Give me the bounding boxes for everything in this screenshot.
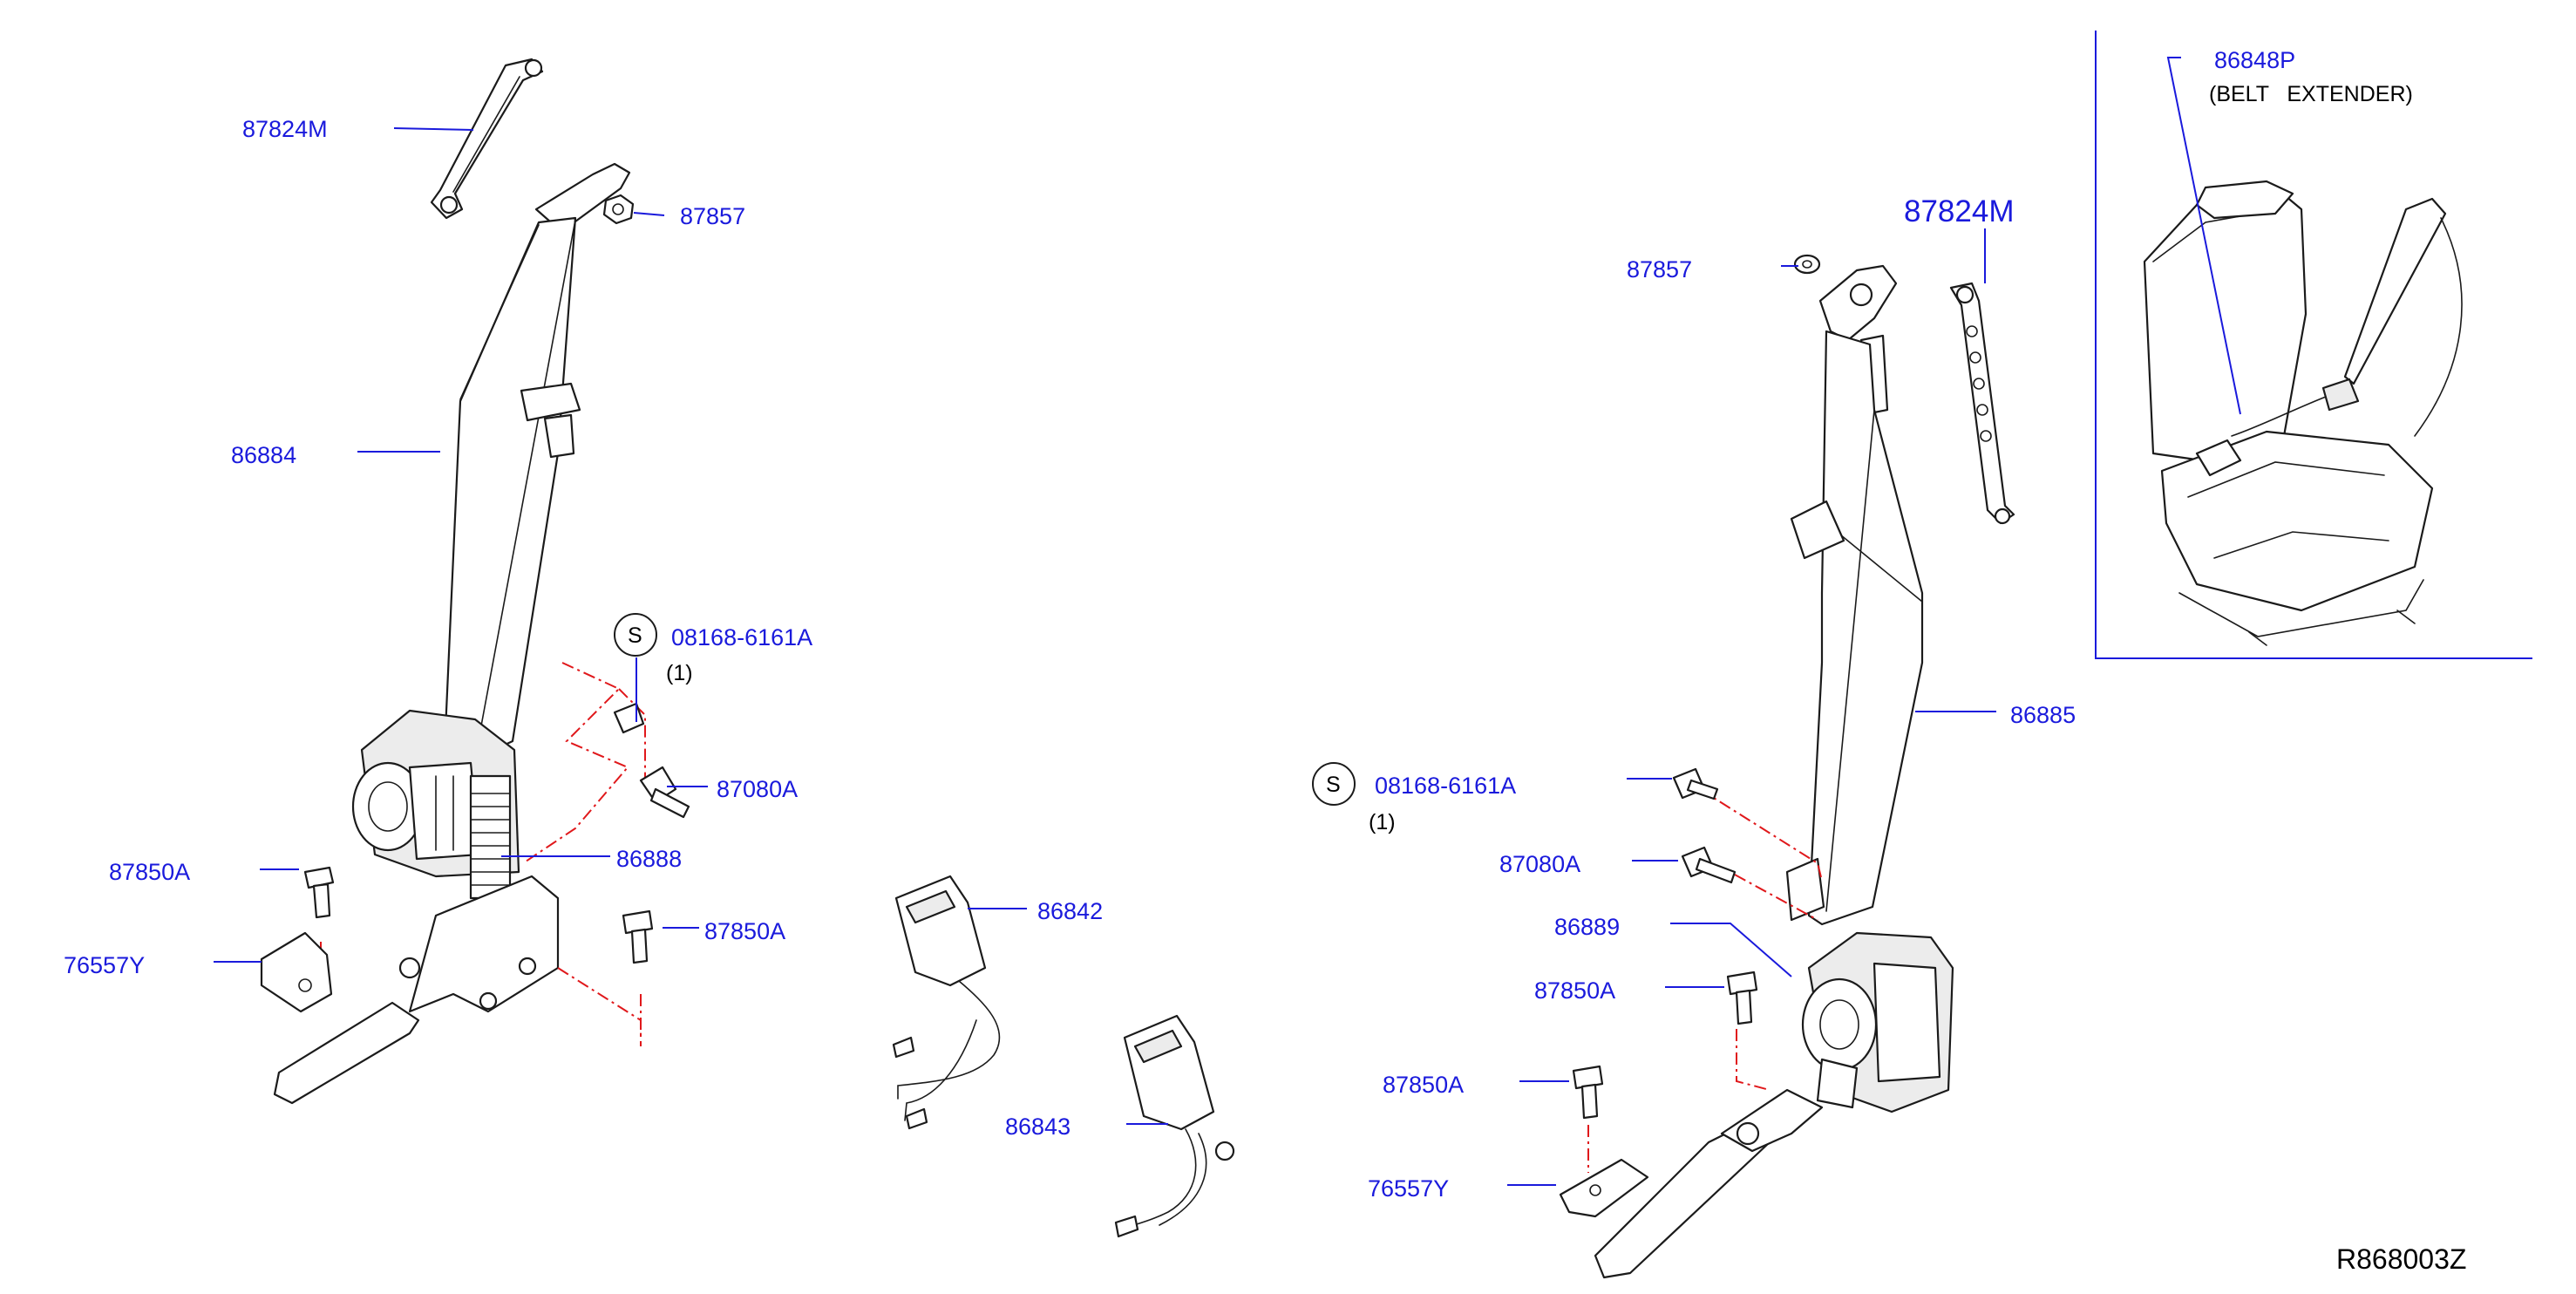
bolt-08168-right <box>1672 767 1719 800</box>
label-86843[interactable]: 86843 <box>1005 1114 1071 1140</box>
nut-right <box>1793 254 1821 275</box>
label-87080A-left[interactable]: 87080A <box>717 776 798 802</box>
belt-webbing-86884 <box>443 216 581 760</box>
left-seat-belt-assembly <box>260 58 690 1105</box>
bolt-87850A-left1 <box>303 866 335 919</box>
label-86888[interactable]: 86888 <box>616 846 682 872</box>
belt-extender-inset <box>2095 31 2532 659</box>
label-76557Y-left[interactable]: 76557Y <box>64 952 145 978</box>
buckle-86842 <box>892 875 1001 1130</box>
belt-extender-caption: (BELT EXTENDER) <box>2209 82 2413 106</box>
bolt-87080A-right <box>1681 846 1737 884</box>
buckle-86843 <box>1114 1014 1235 1238</box>
height-adjuster-right <box>1949 282 2015 525</box>
inset-frame <box>2095 31 2532 659</box>
label-86889[interactable]: 86889 <box>1554 914 1620 940</box>
retractor-right <box>1801 931 1954 1114</box>
qty-right: (1) <box>1369 810 1396 834</box>
bracket-76557Y-left <box>260 931 333 1013</box>
leader-lines <box>214 57 2241 1186</box>
qty-left: (1) <box>666 661 693 685</box>
bracket-76557Y-right <box>1559 1158 1649 1218</box>
height-adjuster-left <box>430 58 544 220</box>
label-87850A-left1[interactable]: 87850A <box>109 859 190 885</box>
anchor-base-left <box>273 875 560 1105</box>
label-86884[interactable]: 86884 <box>231 442 296 468</box>
label-87850A-left2[interactable]: 87850A <box>704 918 785 944</box>
anchor-base-right <box>1594 1088 1824 1279</box>
label-87080A-right[interactable]: 87080A <box>1499 851 1580 877</box>
label-76557Y-right[interactable]: 76557Y <box>1368 1175 1449 1202</box>
bolt-87850A-right1 <box>1726 970 1758 1025</box>
bolt-87850A-right2 <box>1572 1065 1604 1120</box>
right-seat-belt-assembly <box>1559 254 2015 1279</box>
seat-illustration <box>2143 180 2463 646</box>
label-87850A-right2[interactable]: 87850A <box>1383 1072 1464 1098</box>
label-87857-left[interactable]: 87857 <box>680 203 745 229</box>
belt-webbing-86885 <box>1785 330 1924 926</box>
label-86885[interactable]: 86885 <box>2010 702 2076 728</box>
label-08168-6161A-left[interactable]: 08168-6161A <box>671 624 812 650</box>
bolt-87080A-left <box>639 766 690 819</box>
s-code-right: S <box>1326 773 1341 797</box>
s-circle-right <box>1312 762 1356 806</box>
part-labels: 87824M 87857 86884 S 08168-6161A (1) 870… <box>64 47 2466 1275</box>
nut-left <box>602 194 635 225</box>
bolt-87850A-left2 <box>622 909 654 964</box>
diagram-reference-code: R868003Z <box>2336 1243 2466 1275</box>
s-code-left: S <box>628 623 642 648</box>
label-08168-6161A-right[interactable]: 08168-6161A <box>1375 773 1516 799</box>
retractor-left <box>351 709 520 900</box>
label-87824M-left[interactable]: 87824M <box>242 116 328 142</box>
s-circle-left <box>614 613 657 657</box>
label-87824M-right[interactable]: 87824M <box>1904 194 2014 228</box>
label-86848P[interactable]: 86848P <box>2214 47 2295 73</box>
label-87850A-right1[interactable]: 87850A <box>1534 977 1615 1004</box>
label-87857-right[interactable]: 87857 <box>1627 256 1692 283</box>
label-86842[interactable]: 86842 <box>1037 898 1103 924</box>
